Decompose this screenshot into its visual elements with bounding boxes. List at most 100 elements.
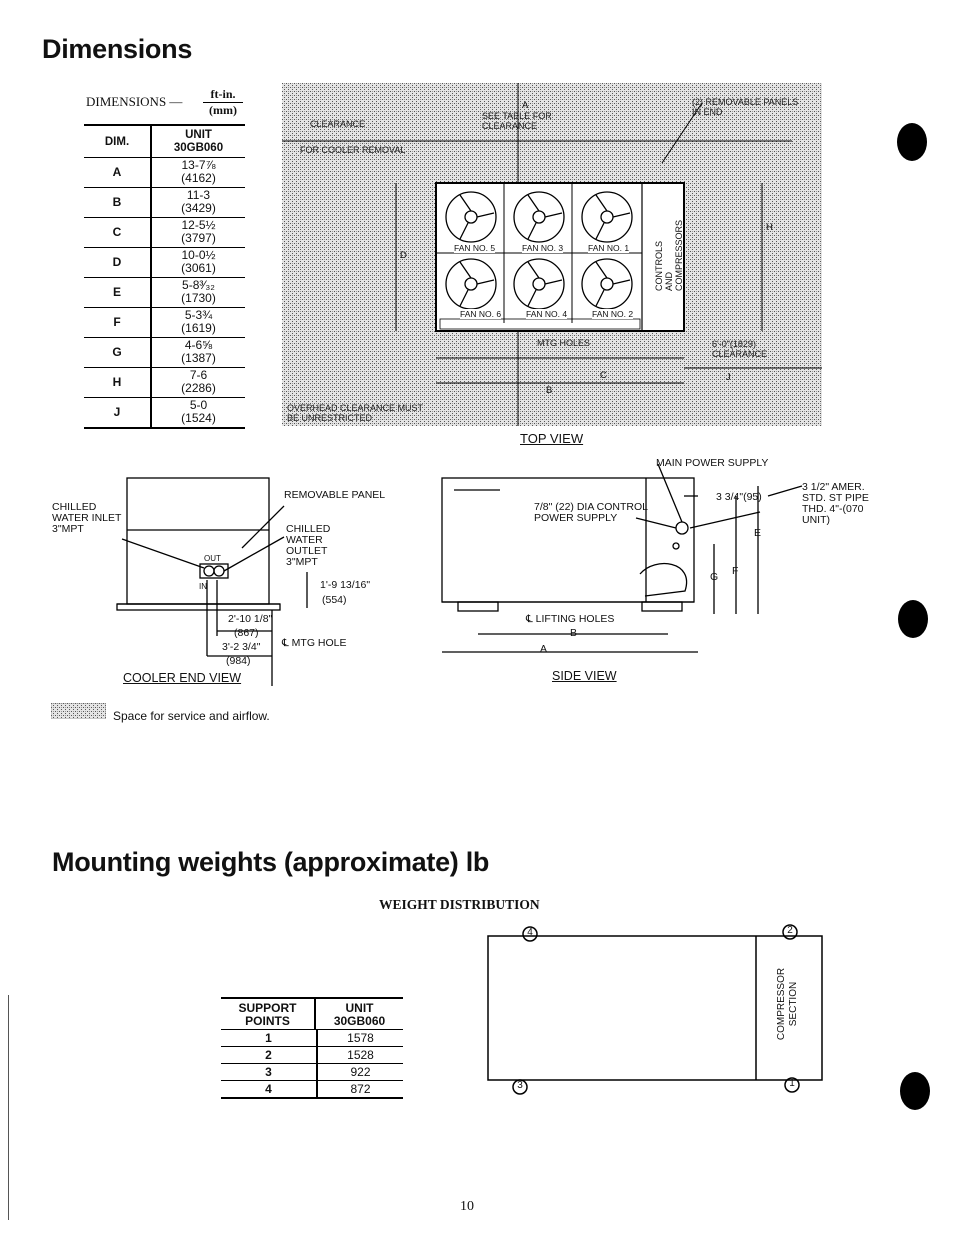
support-weight: 922 <box>350 1065 371 1079</box>
chilled-inlet-label: CHILLED WATER INLET 3"MPT <box>52 501 122 535</box>
dim2-label: 2'-10 1/8" <box>228 613 273 625</box>
fan-label: FAN NO. 4 <box>526 309 568 319</box>
dimensions-label-main: DIMENSIONS — <box>86 94 183 109</box>
weights-col-unit: UNIT <box>345 1001 374 1015</box>
dim-letter: A <box>84 158 152 187</box>
dim1-label: 1'-9 13/16" <box>320 579 371 591</box>
mtg-hole-label: ℄ MTG HOLE <box>282 637 347 649</box>
dim-mm: (3429) <box>181 201 216 215</box>
weights-subtitle: WEIGHT DISTRIBUTION <box>379 897 540 912</box>
weights-col-model: 30GB060 <box>333 1014 386 1028</box>
weight-distribution-diagram: 4 2 3 1 COMPRESSOR SECTION <box>484 922 829 1098</box>
clearance-left-note: CLEARANCE <box>310 119 366 129</box>
pipe-label: 3 1/2" AMER. STD. ST PIPE THD. 4"-(070 U… <box>802 481 869 526</box>
removable-panels-note: (2) REMOVABLE PANELS IN END <box>692 97 799 117</box>
point-3-label: 3 <box>517 1080 523 1091</box>
clearance-right-note: 6'-0"(1829) CLEARANCE <box>712 339 768 359</box>
dimensions-row: J 5-0(1524) <box>84 398 245 427</box>
side-dim-a: A <box>540 643 548 655</box>
fan-label: FAN NO. 1 <box>588 243 630 253</box>
in-label: IN <box>199 582 207 591</box>
support-weight: 872 <box>350 1082 371 1096</box>
dim-ftin: 10-0½ <box>181 248 216 262</box>
unit-top: ft-in. <box>203 87 243 103</box>
point-2-label: 2 <box>787 925 793 936</box>
dim-ftin: 7-6 <box>189 368 208 382</box>
dimensions-row: E 5-8³⁄₃₂(1730) <box>84 278 245 308</box>
dim1-mm-label: (554) <box>322 594 347 606</box>
cooler-end-view-caption: COOLER END VIEW <box>123 671 242 685</box>
dim-mm: (4162) <box>181 171 216 185</box>
col-unit-header: UNIT <box>185 129 212 141</box>
support-weight: 1578 <box>347 1031 374 1045</box>
main-power-label: MAIN POWER SUPPLY <box>656 457 769 469</box>
cooler-removal-note: FOR COOLER REMOVAL <box>300 145 406 155</box>
weights-title: Mounting weights (approximate) lb <box>52 847 490 877</box>
dim-letter: E <box>84 278 152 307</box>
unit-bottom: (mm) <box>209 103 237 117</box>
registration-dot <box>898 600 928 638</box>
removable-panel-label: REMOVABLE PANEL <box>284 489 386 501</box>
weights-row: 4 872 <box>221 1081 403 1097</box>
dimensions-label: DIMENSIONS — <box>86 94 182 110</box>
support-point: 4 <box>221 1081 318 1097</box>
registration-dot <box>897 123 927 161</box>
dim-letter: C <box>84 218 152 247</box>
dim-mm: (1730) <box>181 291 216 305</box>
support-weight: 1528 <box>347 1048 374 1062</box>
dim-letter: D <box>84 248 152 277</box>
dimensions-unit-label: ft-in. (mm) <box>203 87 243 118</box>
dim3-mm-label: (984) <box>226 655 251 667</box>
compressor-section-label: COMPRESSOR SECTION <box>776 967 799 1041</box>
side-dim-f: F <box>732 565 739 577</box>
point-4-label: 4 <box>527 927 533 938</box>
overhead-note: OVERHEAD CLEARANCE MUST BE UNRESTRICTED <box>287 403 423 423</box>
dim-ftin: 13-7⅞ <box>181 158 216 172</box>
mtg-holes-note: MTG HOLES <box>537 338 591 348</box>
dim-mm: (2286) <box>181 381 216 395</box>
dim-letter: J <box>84 398 152 427</box>
hatch-legend-swatch <box>51 703 106 719</box>
page-number: 10 <box>460 1199 474 1214</box>
registration-dot <box>900 1072 930 1110</box>
fan-label: FAN NO. 6 <box>460 309 502 319</box>
page-title: Dimensions <box>42 34 193 64</box>
weights-row: 1 1578 <box>221 1030 403 1047</box>
support-point: 1 <box>221 1030 318 1046</box>
col-support-header: SUPPORT POINTS <box>221 999 316 1029</box>
dim-ftin: 5-8³⁄₃₂ <box>182 278 215 292</box>
dim-letter: G <box>84 338 152 367</box>
dimensions-row: A 13-7⅞(4162) <box>84 158 245 188</box>
dim-mm: (1524) <box>181 411 216 425</box>
dim3-label: 3'-2 3/4" <box>222 641 261 653</box>
legend-text: Space for service and airflow. <box>113 709 270 723</box>
dim-mm: (3797) <box>181 231 216 245</box>
dim-b-label: B <box>546 385 553 396</box>
cooler-end-view-diagram: CHILLED WATER INLET 3"MPT REMOVABLE PANE… <box>52 476 392 686</box>
dim-letter: F <box>84 308 152 337</box>
dim-mm: (1387) <box>181 351 216 365</box>
out-label: OUT <box>204 554 221 563</box>
side-view-diagram: MAIN POWER SUPPLY 7/8" (22) DIA CONTROL … <box>440 456 880 656</box>
dim-h-label: H <box>766 222 773 233</box>
point-1-label: 1 <box>789 1078 795 1089</box>
side-dim-b: B <box>570 627 578 639</box>
dim-j-label: J <box>726 372 731 383</box>
top-view-caption: TOP VIEW <box>520 431 584 446</box>
dim-c-label: C <box>600 370 607 381</box>
fan-label: FAN NO. 5 <box>454 243 496 253</box>
dim-d-label: D <box>400 250 407 261</box>
dim-ftin: 5-0 <box>189 398 208 412</box>
side-view-caption: SIDE VIEW <box>552 669 617 683</box>
dimensions-row: G 4-6⅝(1387) <box>84 338 245 368</box>
dim-ftin: 5-3¾ <box>184 308 213 322</box>
dim-ftin: 4-6⅝ <box>184 338 213 352</box>
